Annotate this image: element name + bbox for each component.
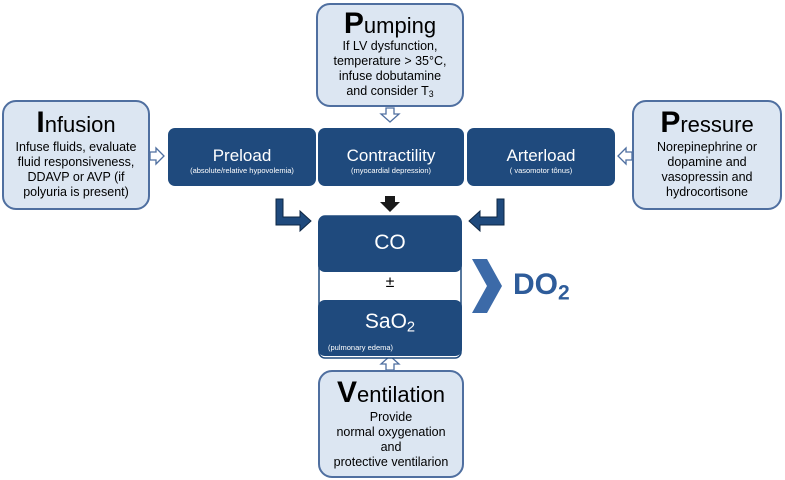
ventilation-box: Ventilation Provide normal oxygenation a…: [318, 370, 464, 478]
sao2-box: SaO2 (pulmonary edema): [318, 300, 462, 356]
ventilation-text: Provide normal oxygenation and protectiv…: [333, 410, 449, 469]
preload-note: (absolute/relative hypovolemia): [190, 166, 294, 175]
ventilation-title: Ventilation: [336, 376, 446, 409]
do2-label: DO2: [513, 268, 570, 305]
arterload-box: Arterload ( vasomotor tônus): [467, 128, 615, 186]
co-label: CO: [374, 231, 406, 254]
pumping-arrow: [379, 107, 401, 123]
infusion-text: Infuse fluids, evaluate fluid responsive…: [15, 140, 137, 199]
contractility-box: Contractility (myocardial depression): [318, 128, 464, 186]
preload-co-arrow: [275, 198, 312, 233]
infusion-title: Infusion: [36, 106, 116, 139]
sao2-label: SaO2: [364, 310, 416, 336]
pumping-title: Pumping: [343, 7, 437, 40]
chevron-icon: [472, 259, 502, 313]
contractility-note: (myocardial depression): [350, 166, 432, 175]
pumping-box: Pumping If LV dysfunction, temperature >…: [316, 3, 464, 107]
preload-box: Preload (absolute/relative hypovolemia): [168, 128, 316, 186]
arterload-note: ( vasomotor tônus): [509, 166, 573, 175]
ventilation-arrow: [379, 355, 401, 371]
arterload-co-arrow: [468, 198, 505, 233]
pressure-text: Norepinephrine or dopamine and vasopress…: [656, 140, 758, 199]
preload-label: Preload: [212, 146, 272, 165]
arterload-label: Arterload: [506, 146, 576, 165]
contractility-label: Contractility: [346, 146, 436, 165]
co-box: CO: [318, 216, 462, 272]
pressure-title: Pressure: [660, 106, 754, 139]
plus-minus: ±: [385, 274, 395, 291]
pressure-box: Pressure Norepinephrine or dopamine and …: [632, 100, 782, 210]
pumping-text: If LV dysfunction, temperature > 35°C, i…: [333, 39, 447, 100]
pressure-arrow: [617, 146, 633, 166]
infusion-box: Infusion Infuse fluids, evaluate fluid r…: [2, 100, 150, 210]
sao2-note: (pulmonary edema): [328, 343, 394, 352]
contractility-co-arrow: [380, 196, 400, 212]
infusion-arrow: [149, 146, 165, 166]
